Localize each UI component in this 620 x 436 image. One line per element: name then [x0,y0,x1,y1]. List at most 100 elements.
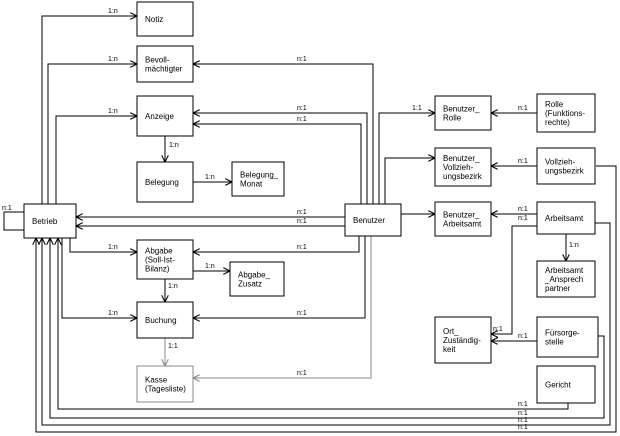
rel-benutzer-brolle [378,113,435,206]
rel-arb-betrieb [42,222,611,426]
rel-arb-ort [491,225,537,334]
cardinality-anzeige-right-2: n:1 [297,116,307,123]
entity-label: stelle [545,338,564,347]
entity-label: Belegung_ [240,171,279,180]
cardinality-betrieb-benutzer-1: n:1 [297,209,307,216]
cardinality-buchung-kasse: 1:1 [168,343,178,350]
entity-label: (Funktions- [545,109,585,118]
entity-belegung: Belegung [136,161,194,203]
entity-gericht: Gericht [536,365,596,404]
entity-box [536,147,596,185]
entity-box [229,261,285,297]
cardinality-abgabe-left: 1:n [108,244,118,251]
cardinality-buchung-left: 1:n [108,310,118,317]
entity-label: ungsbezirk [545,167,585,176]
entity-box [434,95,492,131]
rel-betrieb-bevoll [47,64,137,206]
entity-anzeige: Anzeige [136,95,194,137]
entity-vollziehungsbezirk: Vollzieh-ungsbezirk [536,147,596,185]
entity-rolle: Rolle(Funktions-rechte) [536,93,596,133]
entity-label: Abgabe_ [238,271,271,280]
entity-label: Benutzer_ [443,154,480,163]
cardinality-kasse-benutzer: n:1 [297,370,307,377]
rel-betrieb-abgabe [69,238,137,252]
cardinality-bevoll-left: 1:n [108,56,118,63]
cardinality-bottom-3: n:1 [518,417,528,424]
cardinality-buchung-right: n:1 [297,310,307,317]
entity-label: Zuständig- [443,336,481,345]
cardinality-abgabe-right: n:1 [297,244,307,251]
cardinality-arbeitsamt-1: n:1 [518,206,528,213]
cardinality-rolle: n:1 [518,105,528,112]
entity-label: Arbeitsamt [545,214,584,223]
cardinality-notiz: 1:n [108,8,118,15]
entity-label: Benutzer [353,216,385,225]
entity-bevollmaechtigter: Bevoll-mächtigter [136,45,194,83]
entity-box [344,203,402,237]
entity-label: Rolle [443,114,462,123]
entity-label: _Ansprech [544,275,583,284]
cardinality-vollzieh: n:1 [518,158,528,165]
entity-label: Vollzieh- [545,158,576,167]
entity-label: rechte) [545,118,570,127]
cardinality-belegung-monat: 1:n [205,174,215,181]
entity-benutzer-vollziehungsbezirk: Benutzer_Vollzieh-ungsbezirk [434,147,492,187]
cardinality-arbeitsamt-ansprech: 1:n [569,242,579,249]
entity-label: Anzeige [145,112,174,121]
entity-fuersorgestelle: Fürsorge-stelle [536,316,599,358]
entity-box [136,365,194,403]
rel-fuers-betrieb [50,238,605,419]
rel-betrieb-anzeige [55,116,137,206]
cardinality-abgabe-buchung: 1:n [168,283,178,290]
cardinality-bevoll-right: n:1 [297,56,307,63]
entity-benutzer-rolle: Benutzer_Rolle [434,95,492,131]
cardinality-anzeige-left: 1:n [108,108,118,115]
entity-box [536,201,596,235]
cardinality-self-betrieb: n:1 [2,205,12,212]
entity-label: Monat [240,180,263,189]
rel-betrieb-self [3,211,24,231]
entity-betrieb: Betrieb [23,203,77,239]
relationship-lines [3,16,617,433]
entity-label: Zusatz [238,280,262,289]
entity-buchung: Buchung [136,301,194,339]
entity-label: Rolle [545,100,564,109]
rel-benutzer-buchung [193,236,366,318]
entity-box [136,95,194,137]
entity-label: Abgabe [145,247,173,256]
rel-benutzer-bvollz [384,158,435,206]
entity-label: Benutzer_ [443,211,480,220]
entity-label: keit [443,345,456,354]
entity-label: Arbeitsamt [545,266,584,275]
rel-benutzer-kasse [193,236,372,378]
cardinality-benutzer-rolle: 1:1 [412,105,422,112]
entity-label: Notiz [145,15,163,24]
rel-betrieb-notiz [41,16,137,206]
entity-abgabe: Abgabe(Soll-Ist-Bilanz) [136,239,194,280]
entity-label: Vollzieh- [443,163,474,172]
entity-box [434,316,492,364]
rel-benutzer-anzeige-2 [193,124,362,206]
entity-notiz: Notiz [136,1,194,37]
entity-ort-zustaendigkeit: Ort_Zuständig-keit [434,316,492,364]
cardinality-betrieb-benutzer-2: n:1 [297,218,307,225]
entity-label: Kasse [145,376,168,385]
cardinality-bottom-4: n:1 [518,424,528,431]
entity-box [136,45,194,83]
entity-box [434,201,492,237]
rel-betrieb-buchung [61,238,137,318]
entity-box [231,161,285,197]
entity-box [136,301,194,339]
entity-label: Bilanz) [145,265,170,274]
entity-abgabe-zusatz: Abgabe_Zusatz [229,261,285,297]
entity-label: mächtigter [145,65,183,74]
kasse-relations [165,236,372,378]
entity-box [136,161,194,203]
entity-label: (Soll-Ist- [145,256,175,265]
cardinality-anzeige-belegung: 1:n [169,142,179,149]
rel-benutzer-bevoll [193,64,374,206]
entity-box [536,365,596,404]
